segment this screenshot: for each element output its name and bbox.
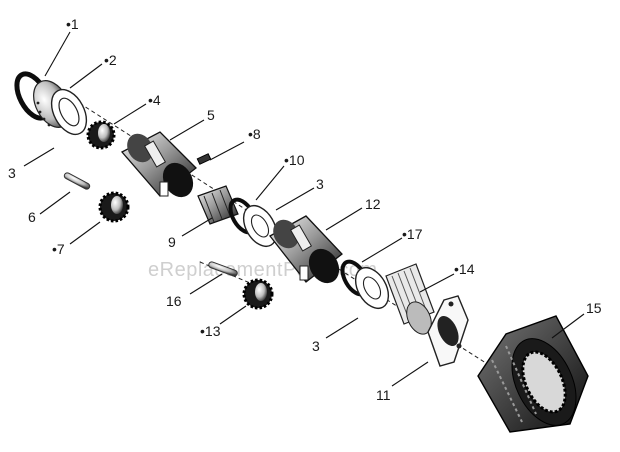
part-16-pin	[208, 261, 238, 277]
callout-2: •2	[104, 52, 117, 68]
callout-3-lower: 3	[312, 338, 320, 354]
part-5-planet-carrier	[120, 131, 197, 198]
callout-17: •17	[402, 226, 423, 242]
callout-16: 16	[166, 293, 182, 309]
part-6-pin	[63, 172, 91, 190]
callout-15: 15	[586, 300, 602, 316]
part-3-thrust-washer-middle	[242, 205, 278, 247]
callout-4: •4	[148, 92, 161, 108]
callout-1: •1	[66, 16, 79, 32]
part-12-planet-carrier	[269, 215, 343, 284]
callout-6: 6	[28, 209, 36, 225]
callout-3-upper: 3	[8, 165, 16, 181]
part-3-thrust-washer-lower	[354, 267, 390, 309]
part-7-planet-gear	[98, 191, 130, 223]
callout-8: •8	[248, 126, 261, 142]
part-4-planet-gear	[86, 120, 116, 150]
callout-14: •14	[454, 261, 475, 277]
leader-lines	[23, 31, 585, 387]
part-11-flange-plate	[427, 295, 469, 367]
callout-10: •10	[284, 152, 305, 168]
callout-12: 12	[365, 196, 381, 212]
part-13-planet-gear	[242, 278, 274, 310]
part-2-thrust-bearing	[33, 80, 88, 136]
callout-3-middle: 3	[316, 176, 324, 192]
part-8-key	[196, 153, 212, 165]
callout-9: 9	[168, 234, 176, 250]
callout-5: 5	[207, 107, 215, 123]
part-9-sun-gear-shaft	[197, 185, 239, 225]
part-15-ring-gear	[477, 315, 589, 433]
callout-11: 11	[376, 387, 391, 403]
callout-7: •7	[52, 241, 65, 257]
callout-13: •13	[200, 323, 221, 339]
part-14-needle-bearing	[385, 263, 435, 335]
